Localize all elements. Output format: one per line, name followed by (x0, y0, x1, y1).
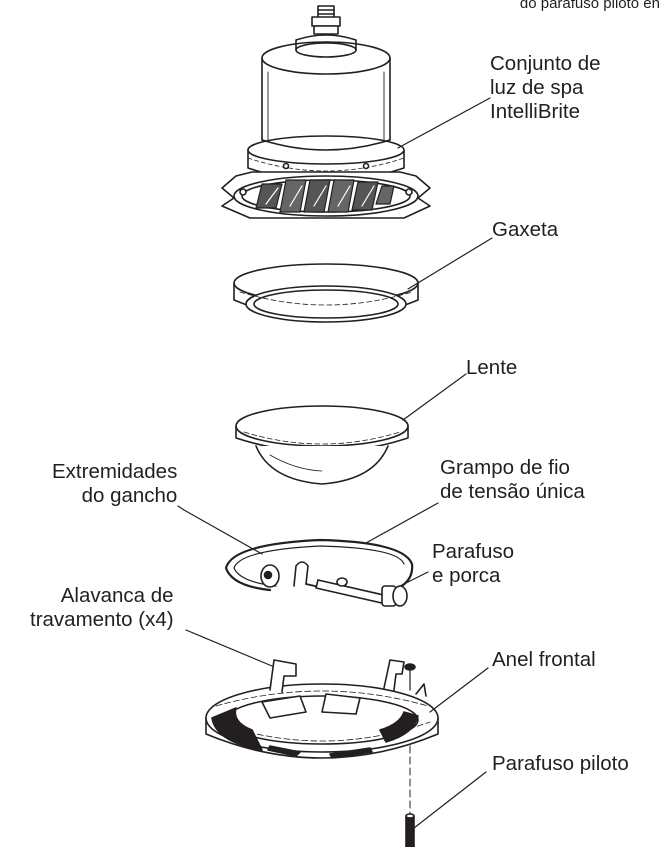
leader-lines (177, 97, 493, 829)
label-conjunto: Conjunto de luz de spa IntelliBrite (490, 52, 601, 123)
label-grampo: Grampo de fio de tensão única (440, 456, 585, 503)
leader-parafuso-piloto (413, 771, 487, 829)
lens-drawing (235, 405, 409, 485)
front-ring-drawing (205, 659, 439, 759)
pilot-screw-drawing (405, 813, 415, 847)
leader-parafuso-porca (397, 571, 429, 588)
leader-conjunto (397, 97, 491, 149)
leader-gaxeta (407, 237, 493, 290)
gasket-drawing (233, 263, 419, 323)
leader-lente (402, 373, 467, 421)
label-parafuso-piloto: Parafuso piloto (492, 752, 629, 775)
leader-alavanca (185, 629, 273, 667)
spa-light-assembly-drawing (221, 5, 431, 219)
label-lente: Lente (466, 356, 518, 379)
cutoff-caption: do parafuso piloto en (519, 0, 660, 12)
label-extremidades: Extremidades do gancho (52, 460, 178, 507)
label-anel: Anel frontal (492, 648, 596, 671)
label-parafuso-porca: Parafuso e porca (432, 540, 515, 587)
label-gaxeta: Gaxeta (492, 218, 559, 241)
wire-clip-drawing (224, 538, 414, 607)
leader-extremidades (177, 505, 263, 555)
leader-anel (429, 667, 489, 713)
label-alavanca: Alavanca de travamento (x4) (30, 584, 174, 631)
leader-grampo (365, 502, 439, 544)
